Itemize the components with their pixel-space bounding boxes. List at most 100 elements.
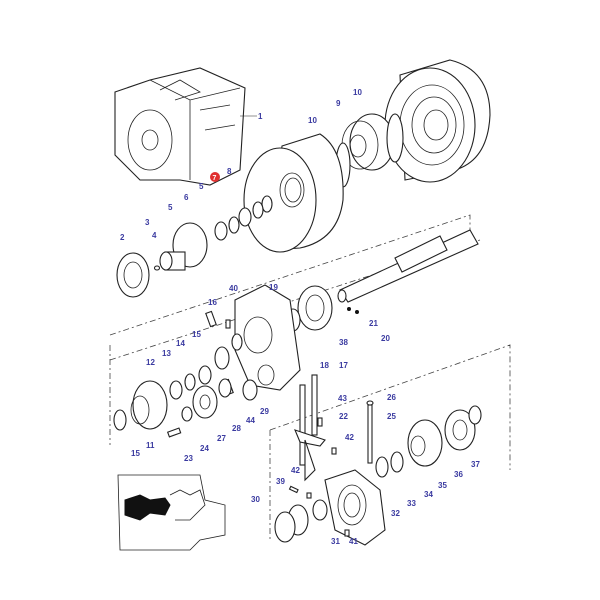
axis-line-lower [269, 344, 511, 540]
needle-bearing-37 [468, 405, 482, 425]
pin-42b [306, 492, 312, 499]
bolt-40 [225, 319, 231, 329]
plate-36 [444, 409, 476, 451]
circlip-15b [113, 409, 127, 431]
callout-11: 11 [146, 441, 155, 450]
callout-25: 25 [387, 412, 396, 421]
callout-26: 26 [387, 393, 396, 402]
callout-20: 20 [381, 334, 390, 343]
callout-23: 23 [184, 454, 193, 463]
housing-plate-17 [234, 284, 301, 391]
callout-14: 14 [176, 339, 185, 348]
ring-30b [274, 511, 296, 543]
bearing-38 [297, 285, 333, 331]
callout-18: 18 [320, 361, 329, 370]
callout-3: 3 [145, 218, 150, 227]
gearbox-housing [114, 67, 257, 186]
gear-35 [407, 419, 443, 467]
ring-15a [231, 333, 243, 351]
callout-32: 32 [391, 509, 400, 518]
callout-39: 39 [276, 477, 285, 486]
bearing-2 [116, 252, 150, 298]
callout-15: 15 [131, 449, 140, 458]
shaft-25 [367, 404, 373, 464]
axis-line-upper [109, 214, 471, 445]
callout-7: 7 [213, 175, 217, 182]
circlip-33 [375, 456, 389, 478]
callout-41: 41 [349, 537, 358, 546]
seal-29 [242, 379, 258, 401]
callout-40: 40 [229, 284, 238, 293]
callout-12: 12 [146, 358, 155, 367]
bolt-23 [166, 427, 182, 438]
callout-43: 43 [338, 394, 347, 403]
highlight-marker [210, 172, 220, 182]
ring-7a [261, 195, 273, 213]
needle-bearing-12 [169, 380, 183, 400]
shift-fork-43 [294, 374, 326, 482]
callout-35: 35 [438, 481, 447, 490]
callout-33: 33 [407, 499, 416, 508]
cover-32 [324, 469, 386, 546]
callout-44: 44 [246, 416, 255, 425]
callout-6: 6 [184, 193, 189, 202]
washer-24 [181, 406, 193, 422]
callout-8: 8 [227, 167, 232, 176]
thrust-washer-10a [386, 113, 404, 163]
callout-24: 24 [200, 444, 209, 453]
callout-2: 2 [120, 233, 125, 242]
pin-4 [153, 265, 161, 271]
callout-1: 1 [258, 112, 263, 121]
ring-7b [252, 201, 264, 219]
callout-28: 28 [232, 424, 241, 433]
washer-13 [184, 373, 196, 391]
bolt-22 [317, 417, 323, 427]
callout-4: 4 [152, 231, 157, 240]
callout-9: 9 [336, 99, 341, 108]
gear-27 [192, 385, 218, 419]
callout-19: 19 [269, 283, 278, 292]
oring-31 [312, 499, 328, 521]
clutch-drum-8 [243, 133, 344, 253]
ring-14 [214, 346, 230, 370]
main-shaft-20 [337, 229, 479, 303]
pin-41 [344, 529, 350, 537]
callout-15: 15 [192, 330, 201, 339]
ball-21a [347, 307, 351, 311]
callout-38: 38 [339, 338, 348, 347]
needle-bearing-28 [218, 378, 232, 398]
callout-34: 34 [424, 490, 433, 499]
callout-29: 29 [260, 407, 269, 416]
callout-31: 31 [331, 537, 340, 546]
ring-34 [390, 451, 404, 473]
callout-27: 27 [217, 434, 226, 443]
clutch-drum-large [384, 59, 491, 183]
callout-42: 42 [291, 466, 300, 475]
callout-36: 36 [454, 470, 463, 479]
pin-42a [331, 447, 337, 455]
needle-bearing-5b [214, 221, 228, 241]
callout-17: 17 [339, 361, 348, 370]
callout-37: 37 [471, 460, 480, 469]
callout-42: 42 [345, 433, 354, 442]
gear-11 [130, 380, 168, 430]
location-inset [117, 474, 226, 551]
callout-10: 10 [308, 116, 317, 125]
callout-16: 16 [208, 298, 217, 307]
pin-26 [366, 400, 374, 406]
callout-10: 10 [353, 88, 362, 97]
pin-39 [288, 485, 299, 494]
washer-6 [228, 216, 240, 234]
bolt-16 [205, 310, 217, 328]
needle-bearing-5a [238, 207, 252, 227]
callout-5: 5 [199, 182, 204, 191]
callout-13: 13 [162, 349, 171, 358]
ball-21b [355, 310, 359, 314]
needle-bearing-13 [198, 365, 212, 385]
gear-3 [159, 222, 208, 271]
callout-22: 22 [339, 412, 348, 421]
callout-5: 5 [168, 203, 173, 212]
callout-30: 30 [251, 495, 260, 504]
